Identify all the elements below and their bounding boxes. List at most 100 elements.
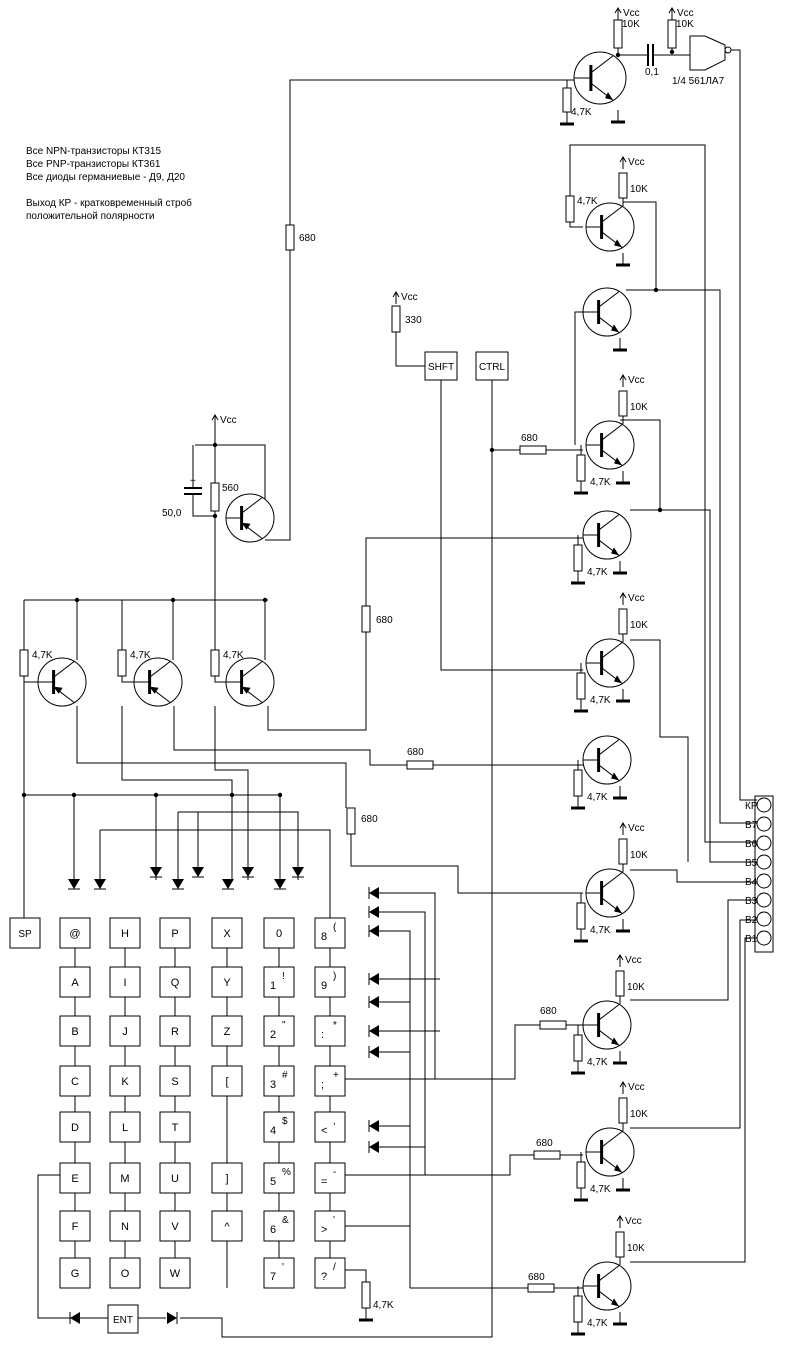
key-enter-label: ENT <box>113 1315 133 1326</box>
key-ctrl <box>475 351 509 381</box>
resistor <box>285 224 295 251</box>
vcc-label: Vcc <box>401 292 418 303</box>
diode <box>369 1025 379 1037</box>
connector-label: В2 <box>745 915 758 926</box>
collector-lead <box>149 661 171 678</box>
wire <box>574 311 583 445</box>
wire <box>569 222 583 228</box>
key-shift-label: SHFT <box>428 362 454 373</box>
key-1-3 <box>211 966 243 998</box>
key-1-1 <box>109 966 141 998</box>
collector-lead <box>601 642 623 659</box>
resistor <box>573 544 583 572</box>
wire <box>76 706 347 808</box>
wire <box>345 1154 534 1176</box>
key-3-1 <box>109 1065 141 1097</box>
emitter-arrow <box>611 1298 619 1307</box>
key-4-5 <box>314 1111 346 1143</box>
key-shift-label: / <box>333 1262 336 1273</box>
key-main-label: : <box>321 1029 324 1041</box>
key-label: F <box>72 1221 79 1233</box>
key-shift-label: % <box>282 1167 291 1178</box>
resistor <box>573 769 583 797</box>
connector-label: В6 <box>745 839 758 850</box>
resistor <box>615 970 625 997</box>
wire <box>731 49 757 801</box>
collector-lead <box>598 514 620 531</box>
diode <box>369 925 379 937</box>
diode <box>222 879 234 889</box>
key-3-4 <box>263 1065 295 1097</box>
junction-dot <box>170 597 176 603</box>
key-enter <box>107 1304 139 1334</box>
vcc-arrow <box>211 414 219 421</box>
vcc-arrow <box>619 822 627 829</box>
wire <box>267 537 583 731</box>
wire <box>623 201 757 824</box>
key-2-5 <box>314 1015 346 1047</box>
r330: 330 <box>405 315 422 326</box>
r4k7: 4,7K <box>587 1318 608 1329</box>
key-4-1 <box>109 1111 141 1143</box>
resistor <box>361 605 371 633</box>
diode <box>167 1312 177 1324</box>
key-label: Z <box>224 1026 231 1038</box>
key-label: L <box>122 1122 128 1134</box>
key-shift-label: + <box>333 1070 339 1081</box>
note-npn: Все NPN-транзисторы КТ315 <box>26 146 162 157</box>
wire <box>100 829 331 918</box>
wire <box>24 794 281 870</box>
key-label: E <box>71 1173 78 1185</box>
junction-dot <box>212 513 218 519</box>
resistor <box>361 1281 371 1309</box>
key-label: U <box>171 1173 179 1185</box>
key-6-1 <box>109 1210 141 1242</box>
key-label: T <box>172 1122 179 1134</box>
wire <box>630 639 689 862</box>
resistor <box>519 445 547 455</box>
key-label: D <box>71 1122 79 1134</box>
emitter-arrow <box>611 547 619 556</box>
collector-lead <box>601 1131 623 1148</box>
key-2-1 <box>109 1015 141 1047</box>
wire <box>620 419 757 863</box>
r10k: 10K <box>622 19 640 30</box>
key-label: R <box>171 1026 179 1038</box>
key-0-0 <box>59 917 91 949</box>
junction-dot <box>653 287 659 293</box>
key-main-label: = <box>321 1176 327 1188</box>
diode <box>150 867 162 877</box>
key-label: J <box>122 1026 128 1038</box>
resistor <box>618 390 628 417</box>
emitter-arrow <box>614 457 622 466</box>
wires <box>23 48 757 1338</box>
key-0-3 <box>211 917 243 949</box>
vcc-label: Vcc <box>628 823 645 834</box>
collector-lead <box>598 1004 620 1021</box>
junction-dot <box>21 792 27 798</box>
key-3-3 <box>211 1065 243 1097</box>
wire <box>345 1269 367 1282</box>
wire <box>214 676 226 683</box>
key-5-1 <box>109 1162 141 1194</box>
vcc-label: Vcc <box>623 8 640 19</box>
key-7-0 <box>59 1257 91 1289</box>
resistor <box>615 1231 625 1258</box>
vcc-arrow <box>614 7 622 14</box>
key-1-2 <box>159 966 191 998</box>
connector-pin <box>756 911 772 927</box>
wire <box>630 869 757 883</box>
key-shift-label: ! <box>282 971 285 982</box>
key-main-label: 9 <box>321 980 327 992</box>
collector-lead <box>241 661 263 678</box>
vcc-arrow <box>619 374 627 381</box>
emitter-arrow <box>53 686 63 694</box>
key-0-4 <box>263 917 295 949</box>
key-shift-label: " <box>282 1020 286 1031</box>
resistor <box>210 482 220 512</box>
key-label: ] <box>225 1173 228 1185</box>
r4k7: 4,7K <box>32 650 53 661</box>
gate-label: 1/4 561ЛА7 <box>672 76 725 87</box>
resistor-value: 680 <box>528 1272 545 1283</box>
key-6-4 <box>263 1210 295 1242</box>
